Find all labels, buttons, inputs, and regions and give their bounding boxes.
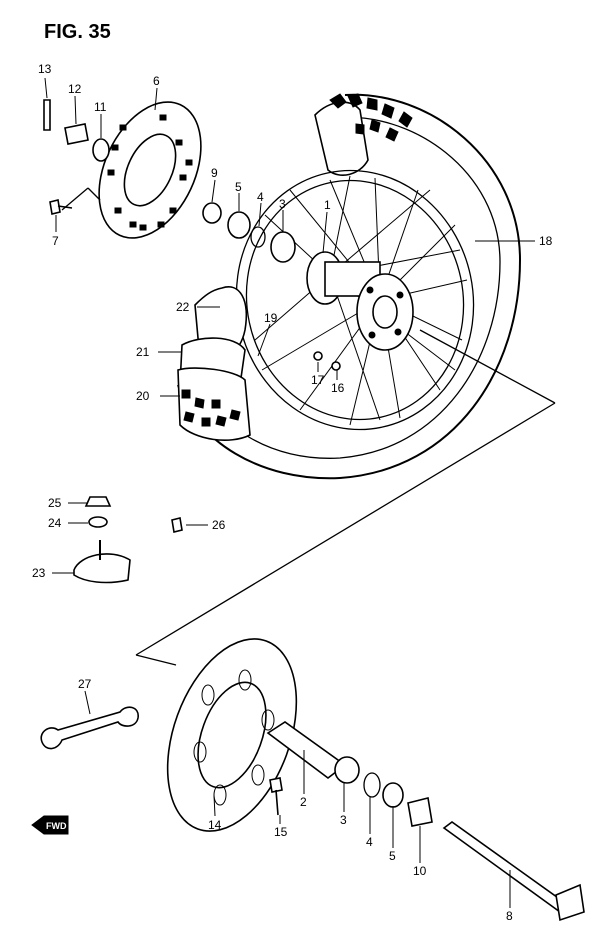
rim-lock-washer: [88, 516, 108, 528]
washer: [92, 138, 110, 162]
callout-11: 11: [94, 100, 107, 114]
disc-bolt: [49, 199, 73, 215]
spacer: [202, 202, 222, 224]
callout-22: 22: [176, 300, 190, 314]
callout-9: 9: [211, 166, 218, 180]
sprocket-bolt: [269, 777, 283, 816]
forward-label: FWD: [46, 821, 67, 831]
callout-16: 16: [331, 381, 345, 395]
callout-18: 18: [539, 234, 553, 248]
figure-title: FIG. 35: [44, 21, 111, 43]
axle-spacer: [407, 797, 433, 827]
rear-wheel-assembly: [177, 93, 522, 480]
brake-disc-group: [43, 99, 296, 263]
leader-lines: [44, 77, 535, 908]
callout-19: 19: [264, 311, 278, 325]
sprocket-group: [166, 638, 585, 922]
callout-20: 20: [136, 389, 150, 403]
callout-24: 24: [48, 516, 62, 530]
tire-outline: [177, 93, 522, 480]
callout-6: 6: [153, 74, 160, 88]
callout-5-lower: 5: [389, 849, 396, 863]
callout-4-lower: 4: [366, 835, 373, 849]
spoke-wrench: [40, 706, 139, 750]
callout-4-upper: 4: [257, 190, 264, 204]
forward-direction-badge: FWD: [31, 815, 69, 835]
rear-axle: [442, 821, 570, 914]
callout-10: 10: [413, 864, 427, 878]
oil-seal-b: [382, 782, 404, 808]
callout-3-upper: 3: [279, 197, 286, 211]
callout-12: 12: [68, 82, 82, 96]
callout-labels: 13 12 11 6 7 9 5 4 3 1 18 22 19 21 20 17…: [32, 62, 553, 923]
tire-section: [314, 101, 369, 176]
callout-1: 1: [324, 198, 331, 212]
callout-17: 17: [311, 373, 325, 387]
spoke-nipple-b: [331, 361, 341, 371]
hub-bore: [372, 295, 398, 329]
callout-8: 8: [506, 909, 513, 923]
valve-cap: [171, 517, 183, 533]
callout-21: 21: [136, 345, 150, 359]
callout-7: 7: [52, 234, 59, 248]
callout-25: 25: [48, 496, 62, 510]
callout-2: 2: [300, 795, 307, 809]
oil-seal: [227, 211, 251, 239]
cotter-pin: [43, 99, 51, 131]
reference-lines: [61, 187, 556, 666]
castle-nut: [64, 123, 89, 145]
rim-lock: [73, 553, 131, 584]
brake-disc-center: [123, 133, 177, 207]
circlip: [250, 226, 266, 248]
callout-5-upper: 5: [235, 180, 242, 194]
bearing: [270, 231, 296, 263]
rim-inner: [245, 179, 465, 421]
axle-head: [555, 883, 585, 922]
callout-27: 27: [78, 677, 92, 691]
callout-23: 23: [32, 566, 46, 580]
callout-26: 26: [212, 518, 226, 532]
callout-15: 15: [274, 825, 288, 839]
rim-lock-nut: [84, 496, 112, 507]
callout-3-lower: 3: [340, 813, 347, 827]
tire-tread-blocks: [329, 93, 413, 142]
spoke-nipple: [313, 351, 323, 361]
callout-14: 14: [208, 818, 222, 832]
cutaway-tread: [181, 389, 241, 427]
callout-13: 13: [38, 62, 52, 76]
circlip-b: [363, 772, 381, 798]
rim-lock-group: [73, 496, 183, 584]
tire-inner-edge: [199, 116, 501, 459]
bearing-b: [334, 756, 360, 784]
